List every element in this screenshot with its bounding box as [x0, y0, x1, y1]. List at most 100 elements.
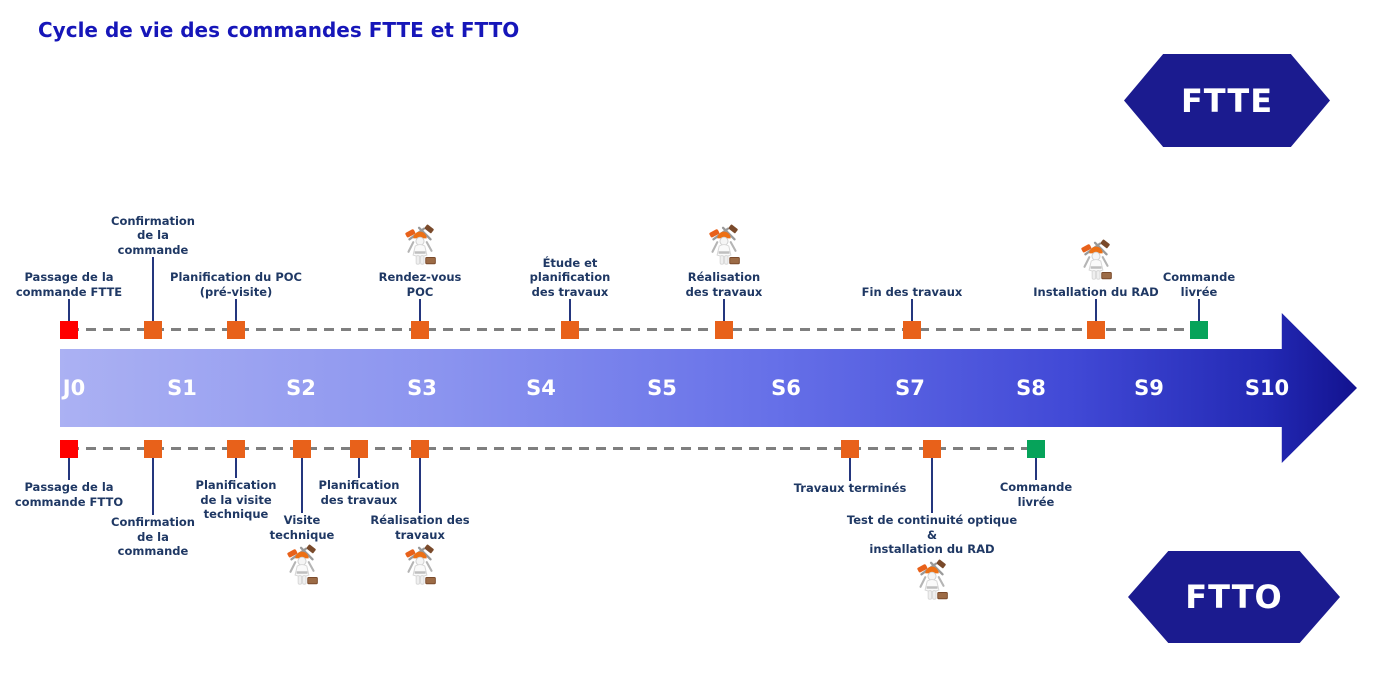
- milestone-label-line: commande: [117, 242, 189, 257]
- milestone-label-line: Visite: [283, 513, 321, 527]
- milestone-label-line: des travaux: [320, 492, 398, 507]
- milestone-label-line: de la: [137, 228, 169, 242]
- milestone-connector: [849, 458, 851, 481]
- milestone-connector: [723, 299, 725, 321]
- ftte-badge: FTTE: [1124, 54, 1330, 147]
- milestone-marker-step: [923, 440, 941, 458]
- milestone-label-line: commande FTTO: [14, 494, 124, 509]
- timeline-label-s10: S10: [1244, 376, 1290, 400]
- ftte-dashed-line: [69, 328, 1199, 331]
- timeline-label-s6: S6: [771, 376, 801, 400]
- ftto-badge: FTTO: [1128, 551, 1340, 643]
- milestone-connector: [235, 458, 237, 478]
- milestone-connector: [235, 299, 237, 321]
- milestone-connector: [911, 299, 913, 321]
- milestone-label-line: Confirmation: [111, 213, 195, 228]
- milestone-marker-step: [293, 440, 311, 458]
- milestone-label-line: Commande: [999, 480, 1073, 494]
- milestone: Travaux terminés: [765, 481, 935, 496]
- milestone-connector: [1198, 299, 1200, 321]
- milestone-label-line: (pré-visite): [199, 284, 273, 299]
- timeline-label-s7: S7: [895, 376, 925, 400]
- milestone-marker-step: [350, 440, 368, 458]
- milestone-marker-step: [411, 321, 429, 339]
- milestone-label-line: Passage de la: [24, 480, 114, 494]
- timeline-label-s9: S9: [1134, 376, 1164, 400]
- milestone-label-line: Réalisation des: [370, 513, 470, 527]
- milestone-marker-start: [60, 321, 78, 339]
- milestone-marker-step: [841, 440, 859, 458]
- timeline-label-s5: S5: [647, 376, 677, 400]
- milestone-marker-step: [411, 440, 429, 458]
- milestone-label-line: Commande: [1162, 270, 1236, 284]
- timeline-label-s1: S1: [167, 376, 197, 400]
- milestone-label-line: installation du RAD: [869, 542, 995, 556]
- milestone-connector: [419, 299, 421, 321]
- milestone-connector: [152, 257, 154, 321]
- worker-tools-icon: [279, 543, 325, 589]
- ftto-dashed-line: [69, 447, 1036, 450]
- milestone-label-line: Installation du RAD: [1033, 284, 1159, 299]
- milestone-marker-step: [227, 321, 245, 339]
- timeline-label-s8: S8: [1016, 376, 1046, 400]
- milestone-connector: [152, 458, 154, 515]
- milestone-marker-step: [227, 440, 245, 458]
- milestone-label-line: Étude et: [542, 255, 598, 270]
- worker-tools-icon: [1073, 238, 1119, 284]
- milestone-marker-step: [715, 321, 733, 339]
- timeline-label-s3: S3: [407, 376, 437, 400]
- milestone-label-line: planification: [529, 270, 611, 284]
- ftte-badge-label: FTTE: [1180, 81, 1274, 120]
- milestone-marker-done: [1190, 321, 1208, 339]
- milestone-label-line: commande: [117, 544, 189, 558]
- milestone-label-line: travaux: [395, 527, 445, 542]
- milestone-label-line: livrée: [1180, 284, 1218, 299]
- worker-tools-icon: [909, 558, 955, 604]
- ftto-badge-label: FTTO: [1185, 578, 1283, 616]
- milestone-marker-step: [903, 321, 921, 339]
- milestone-label-line: Confirmation: [111, 515, 195, 529]
- milestone-label-line: Fin des travaux: [861, 284, 963, 299]
- milestone-marker-done: [1027, 440, 1045, 458]
- timeline-label-j0: J0: [62, 376, 86, 400]
- milestone-label-line: livrée: [1017, 494, 1055, 509]
- milestone-connector: [301, 458, 303, 513]
- milestone-label-line: Planification du POC: [170, 270, 302, 284]
- worker-tools-icon: [397, 543, 443, 589]
- worker-tools-icon: [701, 223, 747, 269]
- milestone-marker-step: [561, 321, 579, 339]
- milestone-label-line: de la visite: [200, 492, 272, 507]
- milestone: Fin des travaux: [827, 285, 997, 300]
- milestone-label-line: des travaux: [685, 284, 763, 299]
- milestone-label-line: Test de continuité optique: [846, 513, 1018, 527]
- milestone-label-line: Planification: [195, 478, 277, 492]
- milestone-connector: [358, 458, 360, 478]
- milestone-connector: [569, 299, 571, 321]
- milestone-label-line: Réalisation: [687, 270, 761, 284]
- milestone-connector: [1035, 458, 1037, 480]
- timeline-label-s4: S4: [526, 376, 556, 400]
- milestone-connector: [68, 299, 70, 321]
- milestone-connector: [931, 458, 933, 513]
- milestone: Installation du RAD: [1011, 237, 1181, 300]
- milestone-marker-step: [144, 321, 162, 339]
- milestone-label-line: Travaux terminés: [793, 481, 907, 495]
- milestone-label-line: &: [926, 527, 938, 542]
- milestone-label-line: Rendez-vous: [378, 270, 462, 284]
- milestone-connector: [68, 458, 70, 480]
- milestone-connector: [419, 458, 421, 513]
- milestone-label-line: Planification: [318, 478, 400, 492]
- worker-tools-icon: [397, 223, 443, 269]
